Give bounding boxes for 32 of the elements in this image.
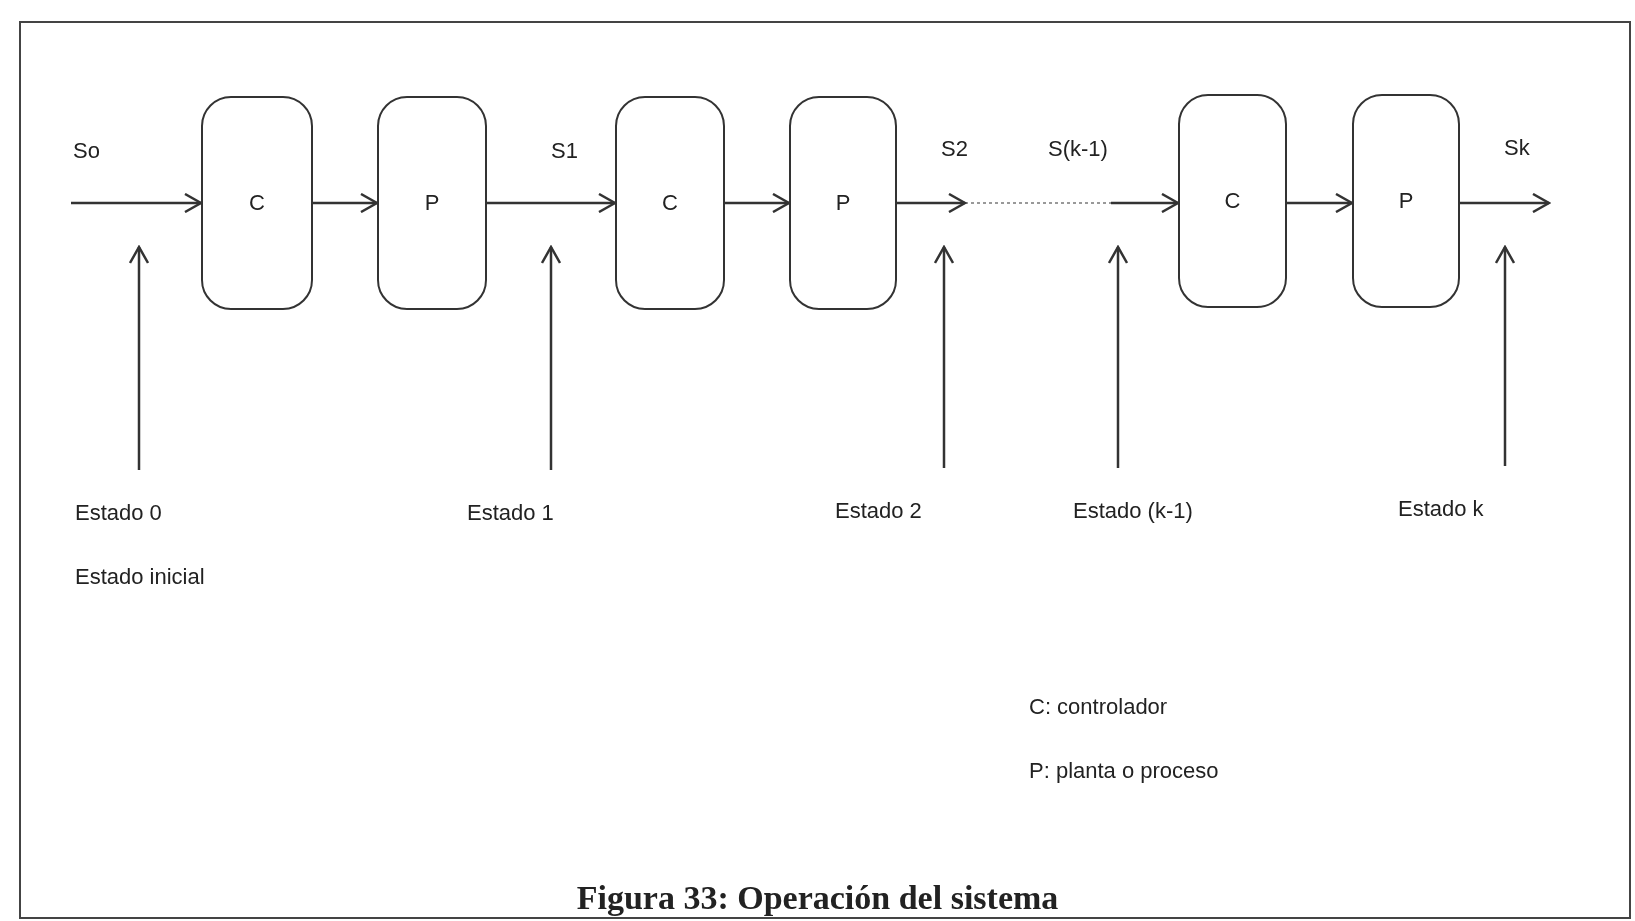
box-label: C bbox=[1224, 188, 1241, 214]
arrow bbox=[1107, 245, 1129, 468]
box-label: P bbox=[1398, 188, 1414, 214]
process-box bbox=[1352, 94, 1460, 308]
process-box bbox=[615, 96, 725, 310]
arrow bbox=[897, 192, 967, 214]
figure-caption: Figura 33: Operación del sistema bbox=[575, 878, 1060, 918]
arrow bbox=[1460, 192, 1551, 214]
state-label: Estado (k-1) bbox=[1073, 498, 1193, 524]
arrow bbox=[1494, 245, 1516, 466]
process-box bbox=[1178, 94, 1287, 308]
box-label: C bbox=[249, 190, 265, 216]
state-label: Estado 2 bbox=[835, 498, 922, 524]
arrow bbox=[313, 192, 379, 214]
process-box bbox=[377, 96, 487, 310]
process-box bbox=[789, 96, 897, 310]
arrow bbox=[128, 245, 150, 470]
box-label: C bbox=[662, 190, 678, 216]
arrow bbox=[725, 192, 791, 214]
box-label: P bbox=[835, 190, 851, 216]
arrow bbox=[933, 245, 955, 468]
box-label: P bbox=[424, 190, 440, 216]
state-label: Estado k bbox=[1398, 496, 1484, 522]
state-label: Estado inicial bbox=[75, 564, 205, 590]
arrow bbox=[1111, 192, 1180, 214]
state-label: Estado 1 bbox=[467, 500, 554, 526]
arrow bbox=[487, 192, 617, 214]
arrow bbox=[1287, 192, 1354, 214]
process-box bbox=[201, 96, 313, 310]
state-label: Estado 0 bbox=[75, 500, 163, 526]
arrow bbox=[540, 245, 562, 470]
arrow bbox=[71, 192, 203, 214]
